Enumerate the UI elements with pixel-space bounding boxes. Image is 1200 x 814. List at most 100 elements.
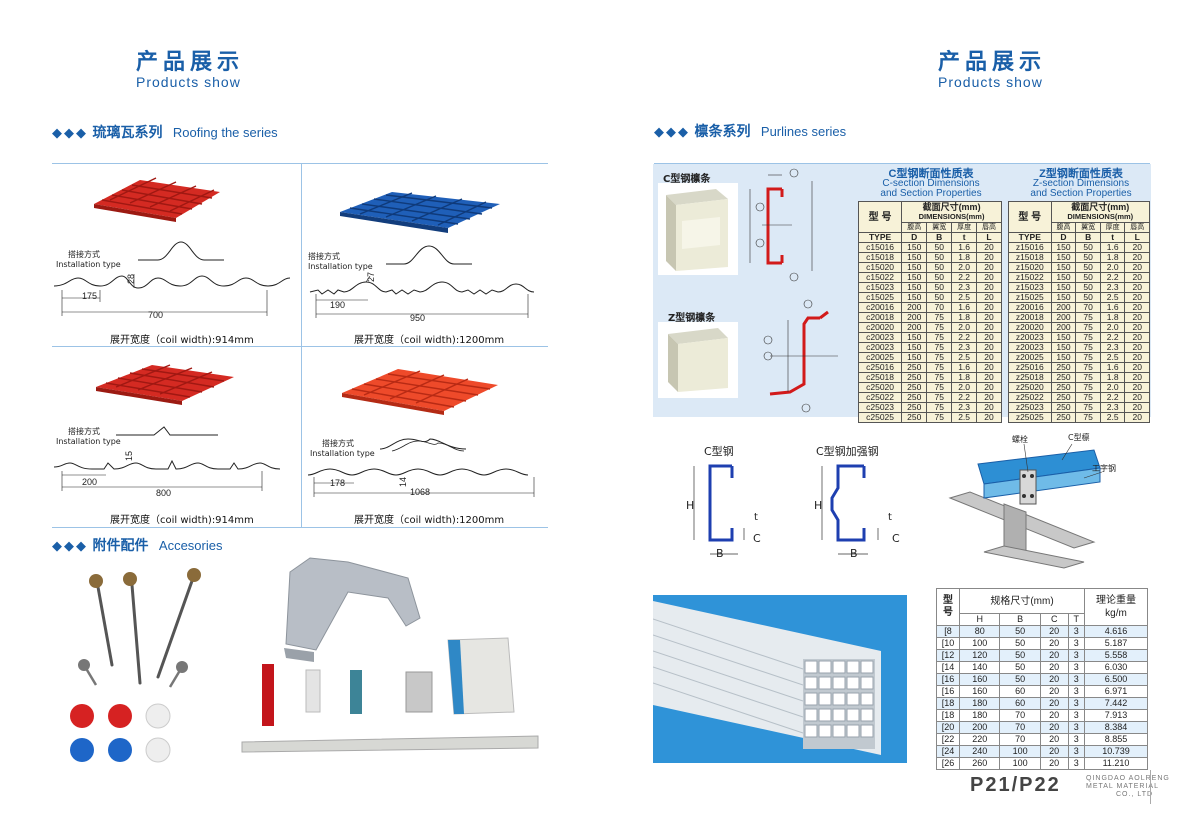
c-purline-photo: [658, 183, 738, 275]
table-cell: 70: [999, 721, 1041, 734]
table-cell: c15016: [857, 242, 903, 253]
table-cell: 200: [1050, 312, 1077, 323]
table-cell: 200: [901, 302, 928, 313]
table-cell: 150: [901, 262, 928, 273]
sub-header-cn: 唇高: [976, 222, 1002, 233]
dim-height: 27: [366, 271, 377, 283]
z-purline-photo: [658, 322, 738, 398]
table-cell: c15020: [857, 262, 903, 273]
install-profile-diagram: [379, 438, 467, 452]
table-cell: 180: [958, 709, 1001, 722]
c-section-diagram: [749, 168, 813, 282]
coil-width-label: 展开宽度（coil width):1200mm: [354, 515, 505, 526]
table-cell: 50: [1075, 282, 1101, 293]
table-cell: 2.3: [1099, 282, 1126, 293]
coil-width-label: 展开宽度（coil width):914mm: [110, 335, 254, 346]
roof-panel-1: 搭接方式 Installation type 175 700 28 展开宽度（c…: [52, 164, 300, 346]
table-cell: 100: [958, 637, 1001, 650]
table-cell: z15020: [1008, 262, 1052, 273]
table-cell: 2.2: [951, 332, 978, 343]
table-cell: 70: [999, 709, 1041, 722]
table-cell: 20: [1039, 709, 1069, 722]
install-profile-diagram: [386, 245, 472, 265]
table-cell: 3: [1067, 673, 1086, 686]
table-cell: 75: [926, 372, 953, 383]
sub-header-cn: 唇高: [1124, 222, 1150, 233]
table-cell: 2.2: [951, 272, 978, 283]
dim-header: 截面尺寸(mm) DIMENSIONS(mm): [1050, 201, 1151, 223]
table-cell: 20: [1124, 362, 1150, 373]
table-cell: [26: [936, 757, 960, 770]
table-cell: z25020: [1008, 382, 1052, 393]
diamond-bullets-icon: ◆◆◆: [52, 539, 88, 554]
table-cell: 75: [926, 362, 953, 373]
table-cell: 2.2: [1099, 332, 1126, 343]
weight-header: 理论重量 kg/m: [1084, 588, 1148, 626]
table-cell: z20023: [1008, 342, 1052, 353]
table-cell: 20: [1039, 673, 1069, 686]
c-purlin-label: C型檩: [1068, 433, 1090, 442]
red-roof-tile-image: [96, 364, 234, 405]
c-steel-title: C型钢: [704, 445, 734, 458]
table-cell: z20020: [1008, 322, 1052, 333]
table-cell: c15025: [857, 292, 903, 303]
table-cell: 260: [958, 757, 1001, 770]
sub-header-en: B: [1075, 232, 1101, 243]
table-cell: 8.384: [1084, 721, 1148, 734]
table-cell: 70: [926, 302, 953, 313]
table-cell: 1.6: [951, 242, 978, 253]
weight-header-cn: 理论重量: [1096, 595, 1136, 606]
sub-header-en: B: [926, 232, 953, 243]
divider: [52, 527, 548, 528]
table-cell: 3: [1067, 637, 1086, 650]
table-cell: 20: [1124, 412, 1150, 423]
roofing-title-en: Roofing the series: [172, 125, 278, 140]
table-cell: 2.2: [1099, 392, 1126, 403]
table-cell: 3: [1067, 721, 1086, 734]
table-cell: 1.6: [1099, 242, 1126, 253]
table-cell: 75: [926, 312, 953, 323]
table-cell: 1.8: [951, 252, 978, 263]
table-cell: 220: [958, 733, 1001, 746]
fittings-image: [241, 557, 539, 753]
table-cell: z15023: [1008, 282, 1052, 293]
table-cell: 2.0: [1099, 382, 1126, 393]
table-cell: 250: [901, 372, 928, 383]
table-cell: 50: [926, 252, 953, 263]
sub-header-en: L: [976, 232, 1002, 243]
company-name: QINGDAO AOLRENG METAL MATERIAL CO., LTD: [1086, 775, 1170, 799]
table-cell: 2.3: [951, 282, 978, 293]
table-cell: 50: [999, 673, 1041, 686]
sub-header-cn: 翼宽: [1075, 222, 1101, 233]
table-cell: 20: [1039, 685, 1069, 698]
sub-header-en: t: [951, 232, 978, 243]
dim-header: 截面尺寸(mm) DIMENSIONS(mm): [901, 201, 1002, 223]
table-cell: 20: [1039, 649, 1069, 662]
table-cell: 20: [1039, 661, 1069, 674]
table-cell: 50: [999, 649, 1041, 662]
table-cell: 20: [1124, 372, 1150, 383]
c-steel-plus-h-label: H: [814, 499, 823, 512]
table-cell: z25025: [1008, 412, 1052, 423]
table-cell: 20: [1124, 292, 1150, 303]
weight-model-header: 型 号: [936, 588, 960, 626]
table-cell: z20016: [1008, 302, 1052, 313]
table-cell: 50: [999, 625, 1041, 638]
model-header: 型 号: [1008, 201, 1052, 233]
table-cell: 50: [999, 661, 1041, 674]
table-cell: 140: [958, 661, 1001, 674]
right-header-en: Products show: [938, 74, 1043, 90]
table-cell: 150: [1050, 342, 1077, 353]
